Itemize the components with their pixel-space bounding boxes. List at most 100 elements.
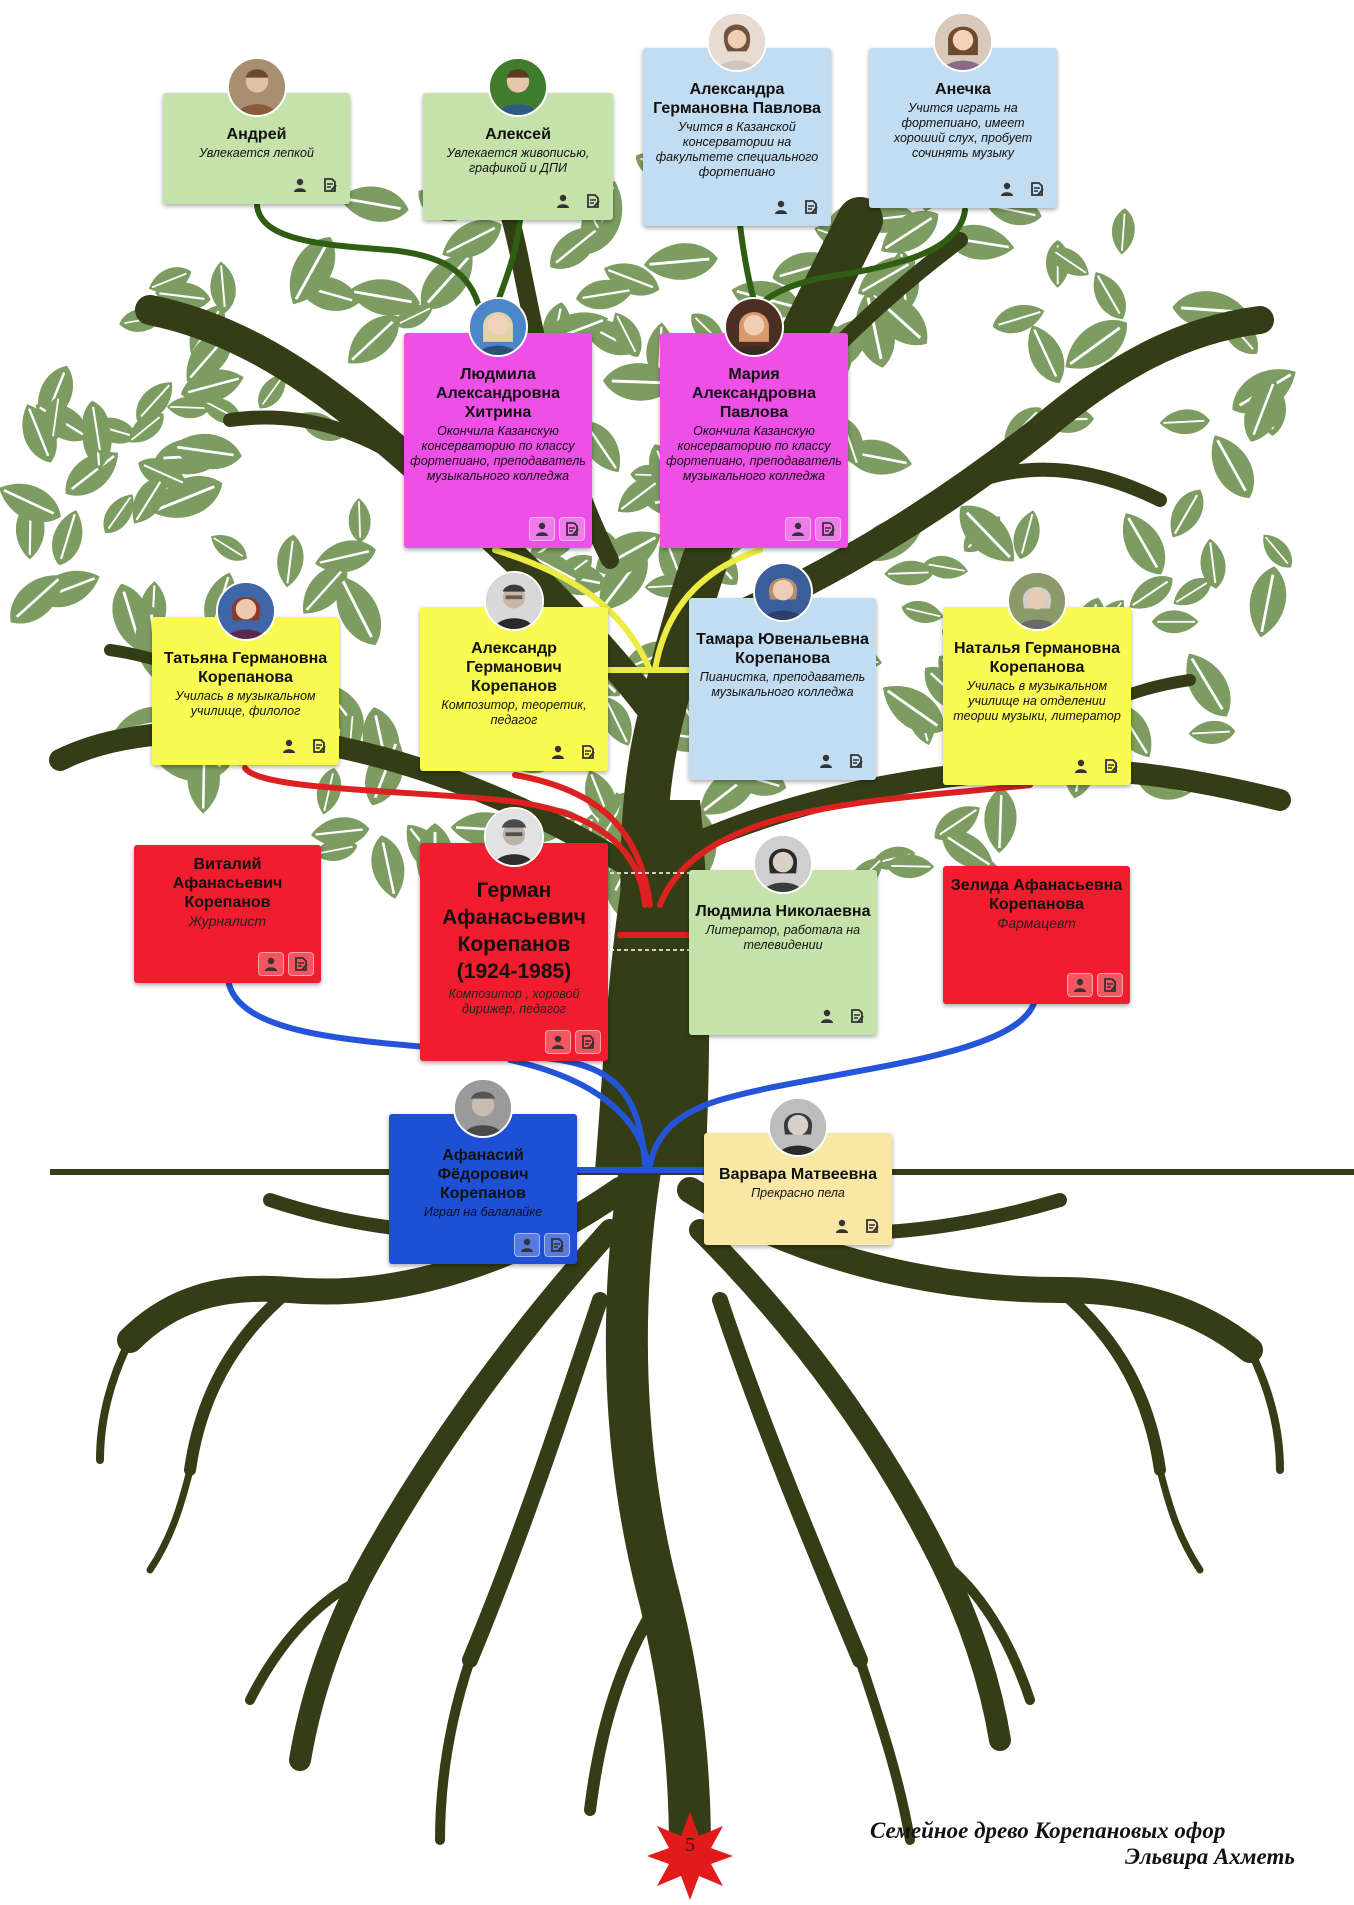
caption-line-2: Эльвира Ахметь: [1125, 1844, 1295, 1869]
card-actions: [258, 952, 314, 976]
card-actions: [785, 517, 841, 541]
eight-point-star-icon: [647, 1812, 733, 1900]
edit-document-icon[interactable]: [307, 735, 331, 757]
page-number-badge: 5: [645, 1810, 735, 1900]
leaf: [981, 785, 1019, 855]
avatar-photo: [933, 12, 993, 72]
person-name: Людмила Николаевна: [695, 903, 871, 920]
person-card-aleksandra[interactable]: Александра Германовна Павлова Учится в К…: [643, 12, 831, 226]
avatar-photo: [707, 12, 767, 72]
person-icon[interactable]: [1069, 755, 1093, 777]
person-icon[interactable]: [545, 1030, 571, 1054]
edit-document-icon[interactable]: [575, 1030, 601, 1054]
avatar-photo: [1007, 571, 1067, 631]
person-icon[interactable]: [258, 952, 284, 976]
person-description: Окончила Казанскую консерваторию по клас…: [666, 424, 842, 483]
person-description: Прекрасно пела: [751, 1186, 845, 1200]
person-icon[interactable]: [785, 517, 811, 541]
person-card-german[interactable]: Герман Афанасьевич Корепанов (1924-1985)…: [420, 807, 608, 1061]
edit-document-icon[interactable]: [799, 196, 823, 218]
person-description: Увлекается живописью, графикой и ДПИ: [446, 146, 590, 175]
person-card-vitaliy[interactable]: Виталий Афанасьевич Корепанов Журналист: [134, 845, 321, 983]
leaf: [346, 496, 373, 544]
person-icon[interactable]: [814, 750, 838, 772]
person-icon[interactable]: [546, 741, 570, 763]
avatar-photo: [215, 581, 276, 641]
person-icon[interactable]: [529, 517, 555, 541]
person-description: Композитор , хоровой дирижер, педагог: [448, 987, 580, 1016]
avatar-photo: [226, 57, 287, 117]
person-icon[interactable]: [1067, 973, 1093, 997]
page-number: 5: [685, 1834, 695, 1856]
person-card-aleksey[interactable]: Алексей Увлекается живописью, графикой и…: [423, 57, 613, 220]
person-description: Журналист: [188, 913, 267, 929]
person-card-maria[interactable]: Мария Александровна Павлова Окончила Каз…: [660, 297, 848, 548]
edit-document-icon[interactable]: [1097, 973, 1123, 997]
person-card-lyudmila-nikolaevna[interactable]: Людмила Николаевна Литератор, работала н…: [689, 834, 877, 1035]
avatar-photo: [488, 57, 548, 117]
edit-document-icon[interactable]: [581, 190, 605, 212]
edit-document-icon[interactable]: [1099, 755, 1123, 777]
person-card-tamara[interactable]: Тамара Ювенальевна Корепанова Пианистка,…: [689, 562, 876, 780]
edit-document-icon[interactable]: [559, 517, 585, 541]
person-card-tatyana[interactable]: Татьяна Германовна Корепанова Училась в …: [152, 581, 339, 765]
edit-document-icon[interactable]: [1025, 178, 1049, 200]
edit-document-icon[interactable]: [576, 741, 600, 763]
person-name: Алексей: [485, 126, 551, 143]
leaf: [1150, 609, 1200, 635]
person-icon[interactable]: [551, 190, 575, 212]
card-actions: [551, 190, 605, 212]
person-card-zelida[interactable]: Зелида Афанасьевна Корепанова Фармацевт: [943, 866, 1130, 1004]
edit-document-icon[interactable]: [544, 1233, 570, 1257]
leaf: [898, 596, 947, 629]
person-icon[interactable]: [830, 1215, 854, 1237]
person-icon[interactable]: [769, 196, 793, 218]
leaf: [1187, 718, 1237, 747]
edit-document-icon[interactable]: [288, 952, 314, 976]
person-card-natalya[interactable]: Наталья Германовна Корепанова Училась в …: [943, 571, 1131, 785]
person-icon[interactable]: [815, 1005, 839, 1027]
person-name: Варвара Матвеевна: [719, 1166, 877, 1183]
card-actions: [814, 750, 868, 772]
avatar-photo: [453, 1078, 513, 1138]
person-icon[interactable]: [277, 735, 301, 757]
person-description: Училась в музыкальном училище на отделен…: [953, 679, 1121, 723]
edit-document-icon[interactable]: [815, 517, 841, 541]
person-name: Зелида Афанасьевна Корепанова: [950, 877, 1123, 913]
person-card-anechka[interactable]: Анечка Учится играть на фортепиано, имее…: [869, 12, 1057, 208]
leaf: [207, 259, 239, 315]
card-actions: [277, 735, 331, 757]
leaf: [1109, 503, 1178, 585]
person-name: Виталий Афанасьевич Корепанов: [172, 856, 283, 911]
leaf: [1254, 527, 1300, 575]
leaf: [1159, 481, 1214, 546]
edit-document-icon[interactable]: [318, 174, 342, 196]
person-name: Александра Германовна Павлова: [653, 81, 821, 117]
person-name: Александр Германович Корепанов: [466, 640, 562, 695]
person-card-afanasiy[interactable]: Афанасий Фёдорович Корепанов Играл на ба…: [389, 1078, 577, 1264]
person-icon[interactable]: [288, 174, 312, 196]
person-name: Андрей: [226, 126, 287, 143]
person-card-lyudmila-khitrina[interactable]: Людмила Александровна Хитрина Окончила К…: [404, 297, 592, 548]
avatar-photo: [768, 1097, 828, 1157]
person-icon[interactable]: [995, 178, 1019, 200]
card-actions: [815, 1005, 869, 1027]
edit-document-icon[interactable]: [844, 750, 868, 772]
edit-document-icon[interactable]: [860, 1215, 884, 1237]
person-card-andrey[interactable]: Андрей Увлекается лепкой: [163, 57, 350, 204]
person-name: Мария Александровна Павлова: [692, 366, 816, 421]
person-card-aleksandr[interactable]: Александр Германович Корепанов Композито…: [420, 571, 608, 771]
avatar-photo: [724, 297, 784, 357]
card-actions: [1067, 973, 1123, 997]
person-name: Афанасий Фёдорович Корепанов: [437, 1147, 529, 1202]
leaf: [640, 238, 721, 285]
person-description: Окончила Казанскую консерваторию по клас…: [410, 424, 586, 483]
avatar-photo: [468, 297, 528, 357]
leaf: [1083, 264, 1136, 327]
edit-document-icon[interactable]: [845, 1005, 869, 1027]
person-name: Тамара Ювенальевна Корепанова: [696, 631, 869, 667]
person-icon[interactable]: [514, 1233, 540, 1257]
person-card-varvara[interactable]: Варвара Матвеевна Прекрасно пела: [704, 1097, 892, 1245]
caption-line-1: Семейное древо Корепановых офор: [870, 1818, 1226, 1843]
leaf: [1007, 506, 1047, 564]
